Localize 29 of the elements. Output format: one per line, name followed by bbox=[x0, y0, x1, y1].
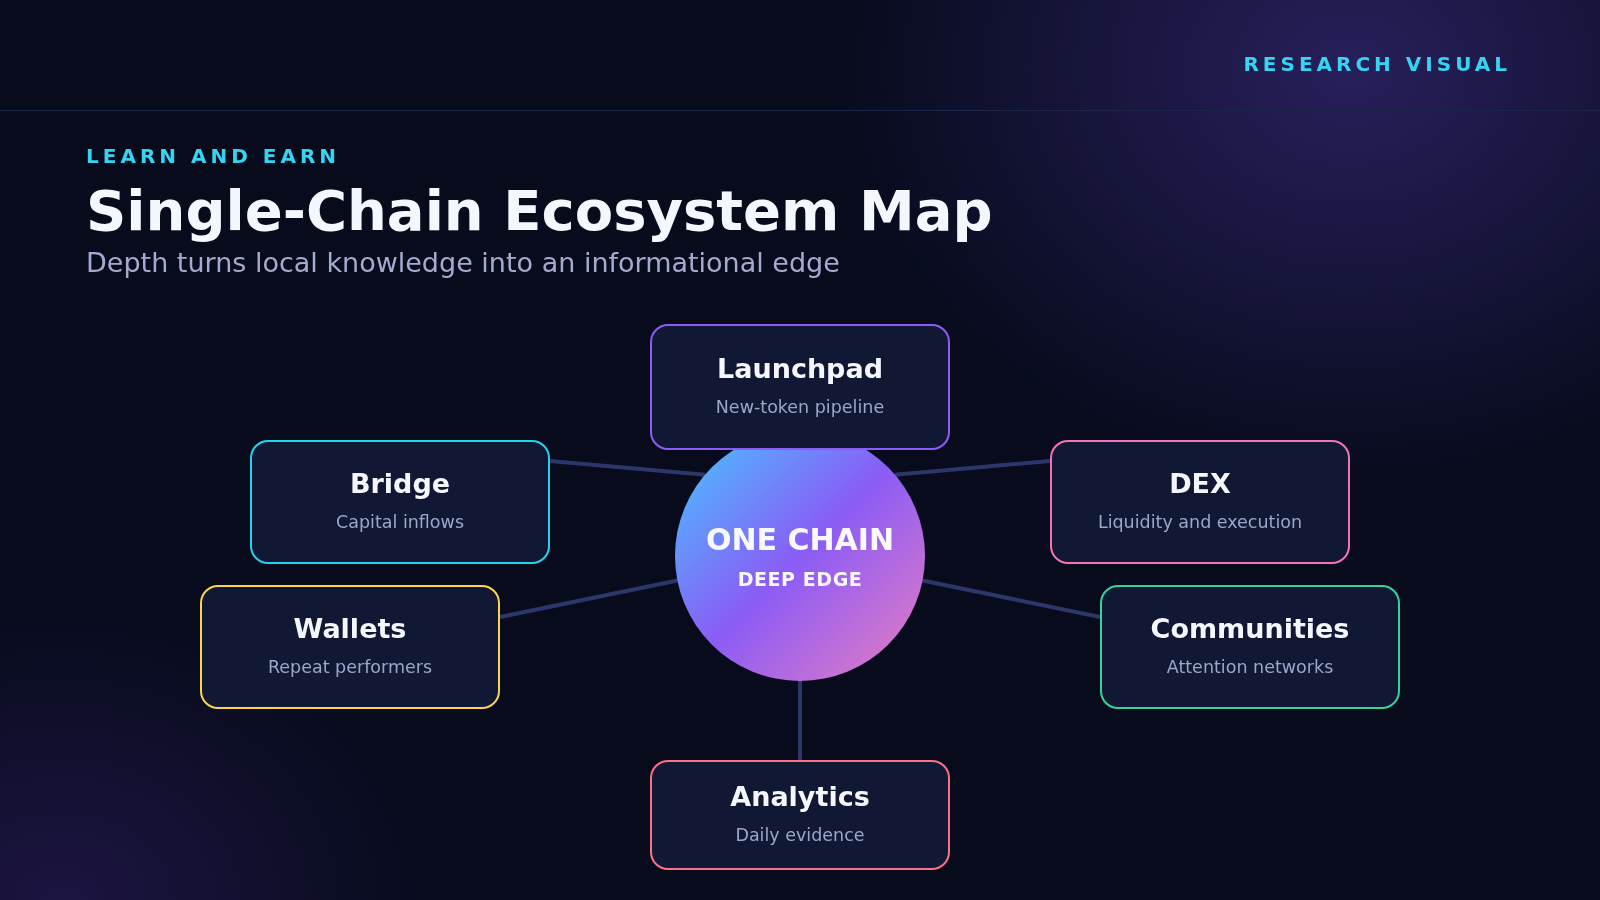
header-tag: RESEARCH VISUAL bbox=[1243, 52, 1511, 76]
connector-line bbox=[922, 578, 1101, 619]
hub-title: ONE CHAIN bbox=[705, 521, 895, 558]
card-subtitle: New-token pipeline bbox=[715, 396, 885, 418]
card-subtitle: Attention networks bbox=[1166, 656, 1334, 678]
card-subtitle: Repeat performers bbox=[267, 656, 433, 678]
connector-line bbox=[499, 578, 678, 619]
connector-line bbox=[798, 681, 802, 760]
category-card bbox=[1100, 585, 1400, 709]
card-subtitle: Capital inflows bbox=[335, 511, 464, 533]
subtitle-text: Depth turns local knowledge into an informational edge bbox=[86, 247, 840, 279]
category-card bbox=[200, 585, 500, 709]
eyebrow-text: LEARN AND EARN bbox=[86, 144, 341, 168]
category-card bbox=[650, 324, 950, 450]
card-subtitle: Liquidity and execution bbox=[1097, 511, 1303, 533]
card-title: DEX bbox=[1169, 468, 1231, 500]
card-title: Communities bbox=[1150, 613, 1350, 645]
card-title: Launchpad bbox=[717, 353, 883, 385]
connector-line bbox=[894, 459, 1051, 477]
connector-line bbox=[549, 459, 706, 477]
page-title: Single-Chain Ecosystem Map bbox=[86, 179, 993, 243]
card-subtitle: Daily evidence bbox=[735, 824, 865, 846]
card-title: Bridge bbox=[349, 468, 451, 500]
hub-subtitle: DEEP EDGE bbox=[737, 567, 863, 591]
category-card bbox=[650, 760, 950, 870]
card-title: Wallets bbox=[293, 613, 407, 645]
category-card bbox=[250, 440, 550, 564]
category-card bbox=[1050, 440, 1350, 564]
card-title: Analytics bbox=[730, 781, 870, 813]
